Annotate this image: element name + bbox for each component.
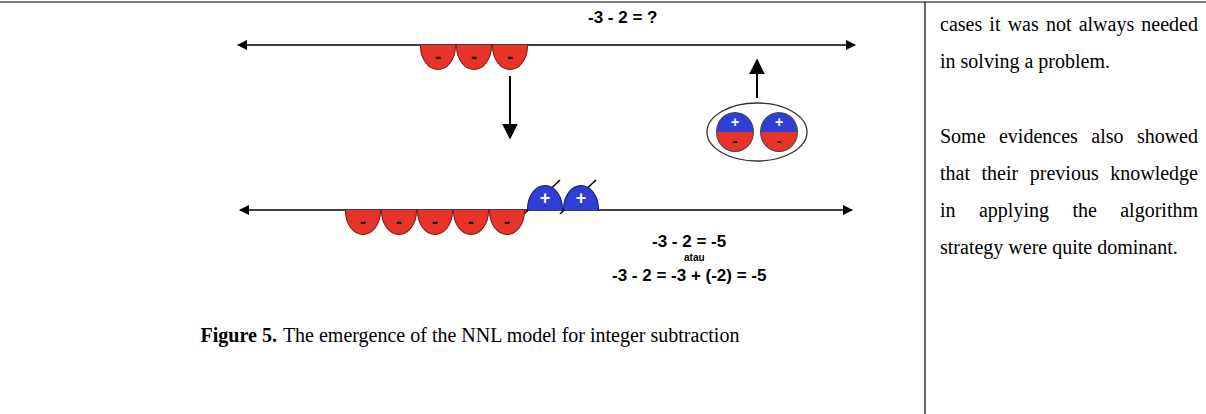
negative-chip: -: [489, 210, 525, 235]
chip-sign: -: [396, 213, 402, 231]
table-border: [0, 1, 1206, 2]
connective-word: atau: [684, 252, 705, 263]
chip-sign: -: [432, 213, 438, 231]
negative-chip: -: [417, 210, 453, 235]
figure-caption: Figure 5. The emergence of the NNL model …: [190, 318, 750, 352]
negative-chip: -: [345, 210, 381, 235]
chip-sign: -: [777, 134, 782, 148]
zero-pair-chip: +-: [716, 112, 754, 152]
caption-text: The emergence of the NNL model for integ…: [283, 324, 740, 346]
chip-sign: +: [540, 189, 551, 207]
chip-sign: -: [504, 213, 510, 231]
negative-chip: -: [492, 45, 528, 70]
negative-chip: -: [420, 45, 456, 70]
negative-chip: -: [453, 210, 489, 235]
chip-sign: -: [507, 48, 513, 66]
chip-sign: +: [731, 115, 739, 129]
chip-sign: -: [471, 48, 477, 66]
body-text: Some evidences also showed that their pr…: [940, 118, 1198, 266]
equation: -3 - 2 = ?: [588, 8, 657, 28]
chip-sign: +: [576, 189, 587, 207]
figure-number: Figure 5.: [201, 324, 277, 346]
body-text: cases it was not always needed in solvin…: [940, 6, 1198, 80]
chip-sign: -: [435, 48, 441, 66]
equation: -3 - 2 = -5: [652, 232, 726, 252]
step-arrow: [509, 76, 511, 138]
positive-chip: +: [563, 185, 599, 210]
zero-pair-oval: [707, 103, 807, 161]
step-arrow: [756, 60, 758, 98]
chip-sign: -: [360, 213, 366, 231]
negative-chip: -: [456, 45, 492, 70]
zero-pair-chip: +-: [760, 112, 798, 152]
number-line: [238, 44, 855, 45]
negative-chip: -: [381, 210, 417, 235]
table-border: [924, 2, 925, 414]
chip-sign: +: [775, 115, 783, 129]
positive-chip: +: [527, 185, 563, 210]
chip-sign: -: [468, 213, 474, 231]
chip-sign: -: [733, 134, 738, 148]
equation: -3 - 2 = -3 + (-2) = -5: [612, 266, 766, 286]
